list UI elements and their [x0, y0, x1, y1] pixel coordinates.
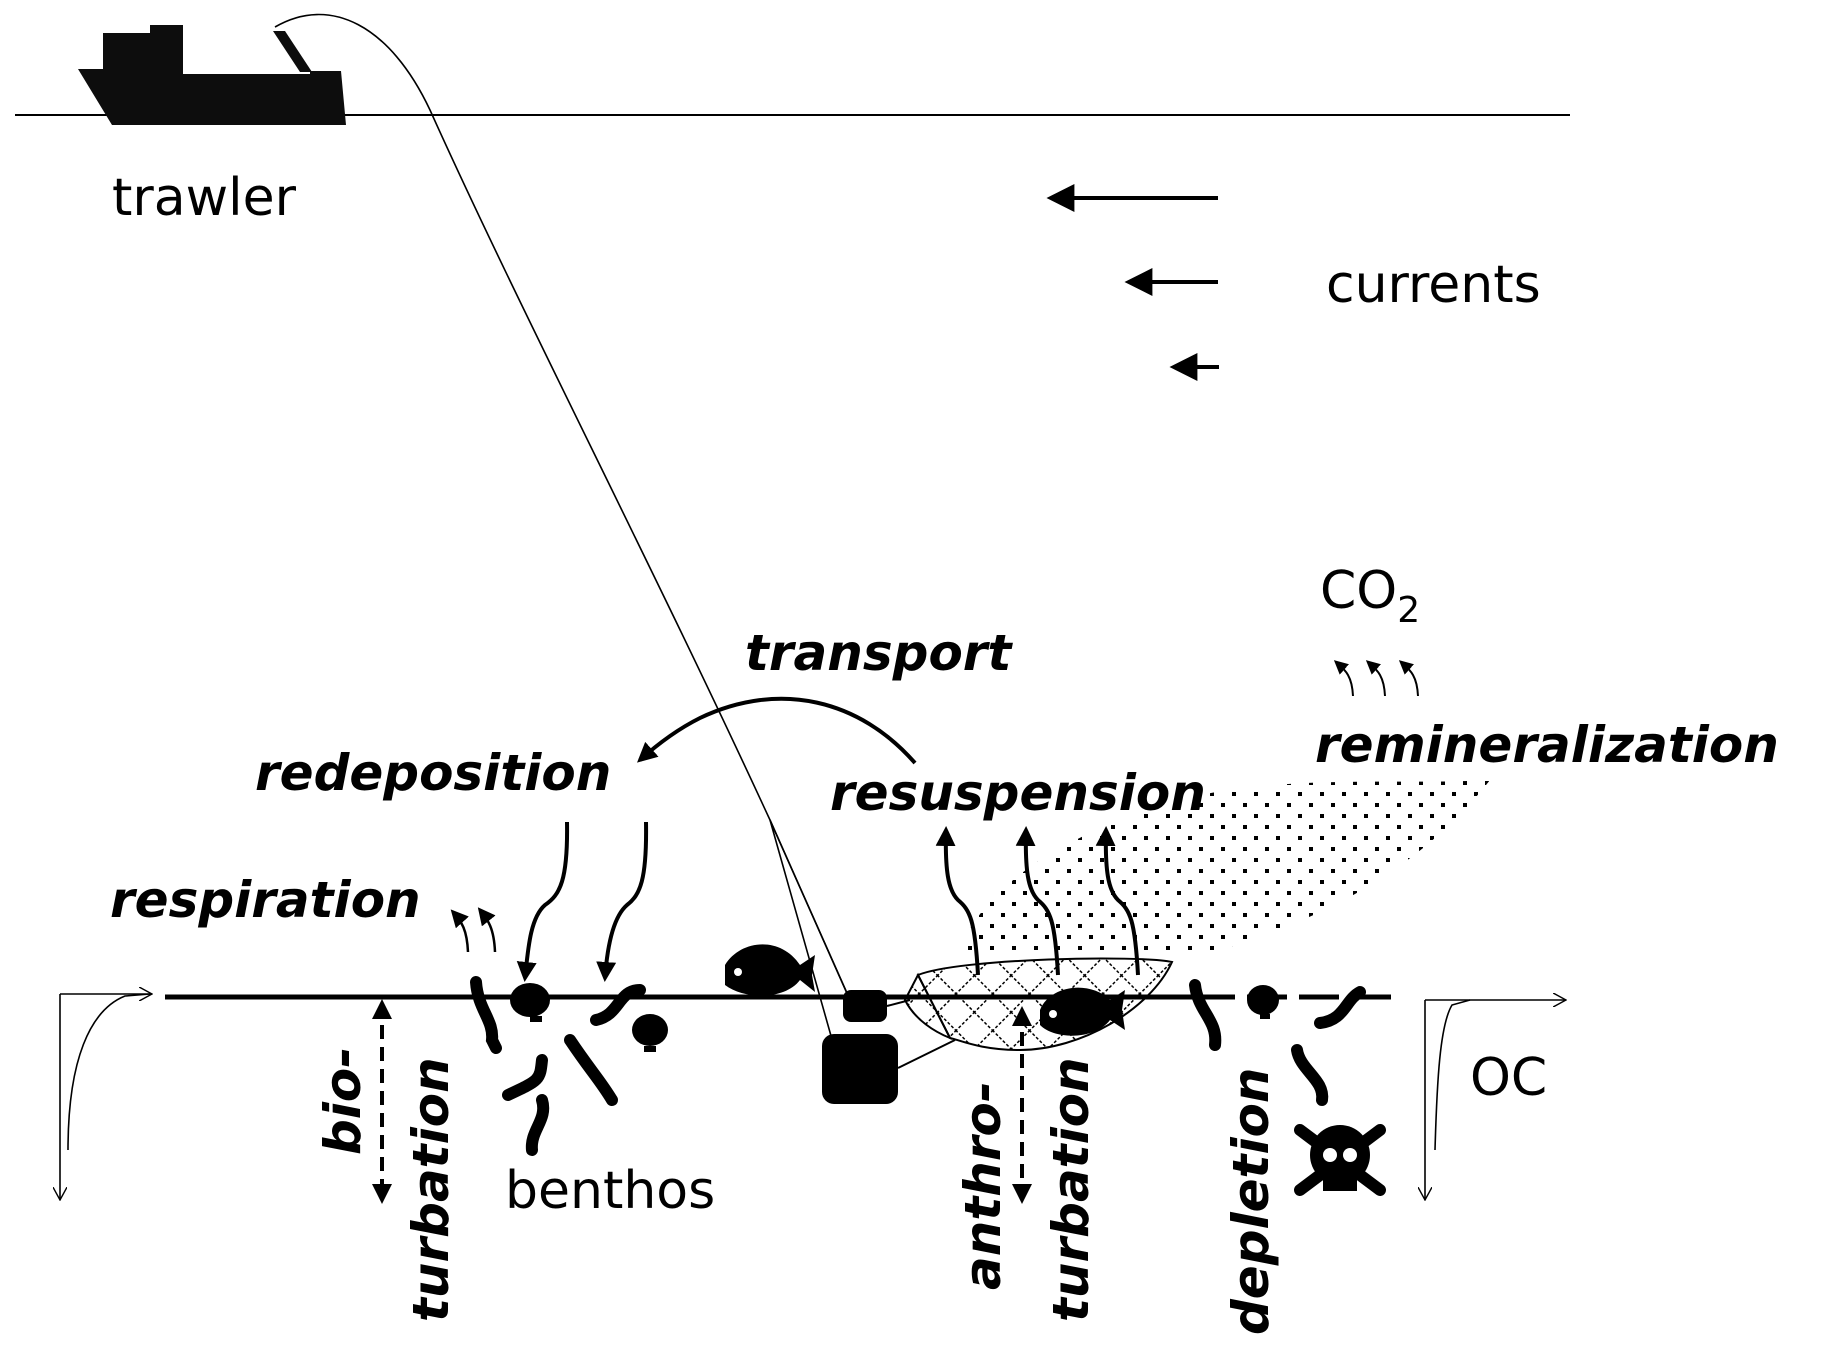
warp-cable	[274, 13, 851, 1001]
bioturbation-label-2: turbation	[402, 1057, 460, 1322]
oc-profile-left	[60, 994, 152, 1200]
trawl-net-icon	[886, 957, 1174, 1069]
trawler-label: trawler	[112, 168, 297, 228]
remineralization-label: remineralization	[1315, 716, 1779, 774]
anthroturbation-label-2: turbation	[1042, 1057, 1100, 1322]
trawl-door-icon	[843, 990, 887, 1022]
current-arrows	[1046, 184, 1219, 381]
bioturbation-label-1: bio-	[314, 1047, 372, 1155]
transport-label: transport	[745, 624, 1013, 682]
skull-crossbones-icon	[1294, 1124, 1386, 1196]
caught-fish-icon	[1040, 987, 1125, 1036]
depletion-label: depletion	[1222, 1067, 1280, 1335]
worm-icon	[470, 976, 1366, 1156]
co2-label: CO2	[1320, 561, 1420, 631]
redeposition-arrows	[516, 821, 649, 982]
benthos-label: benthos	[505, 1161, 715, 1221]
sediment-plume	[960, 780, 1490, 950]
redeposition-label: redeposition	[255, 744, 611, 802]
respiration-label: respiration	[110, 871, 421, 929]
fish-icon	[725, 944, 815, 996]
trawler-ship-icon	[78, 25, 346, 125]
scallop-shell-icon	[510, 983, 1279, 1052]
oc-profile-right	[1425, 1000, 1566, 1200]
trawl-weight-icon	[822, 1034, 898, 1104]
anthroturbation-label-1: anthro-	[954, 1081, 1012, 1290]
transport-arrow	[637, 696, 917, 765]
co2-release-arrows	[1333, 660, 1419, 697]
resuspension-label: resuspension	[830, 764, 1206, 822]
currents-label: currents	[1326, 255, 1541, 315]
bridle-lines	[769, 819, 851, 1051]
respiration-arrows	[450, 907, 497, 953]
resuspension-arrows	[935, 826, 1140, 976]
oc-label: OC	[1470, 1048, 1547, 1108]
